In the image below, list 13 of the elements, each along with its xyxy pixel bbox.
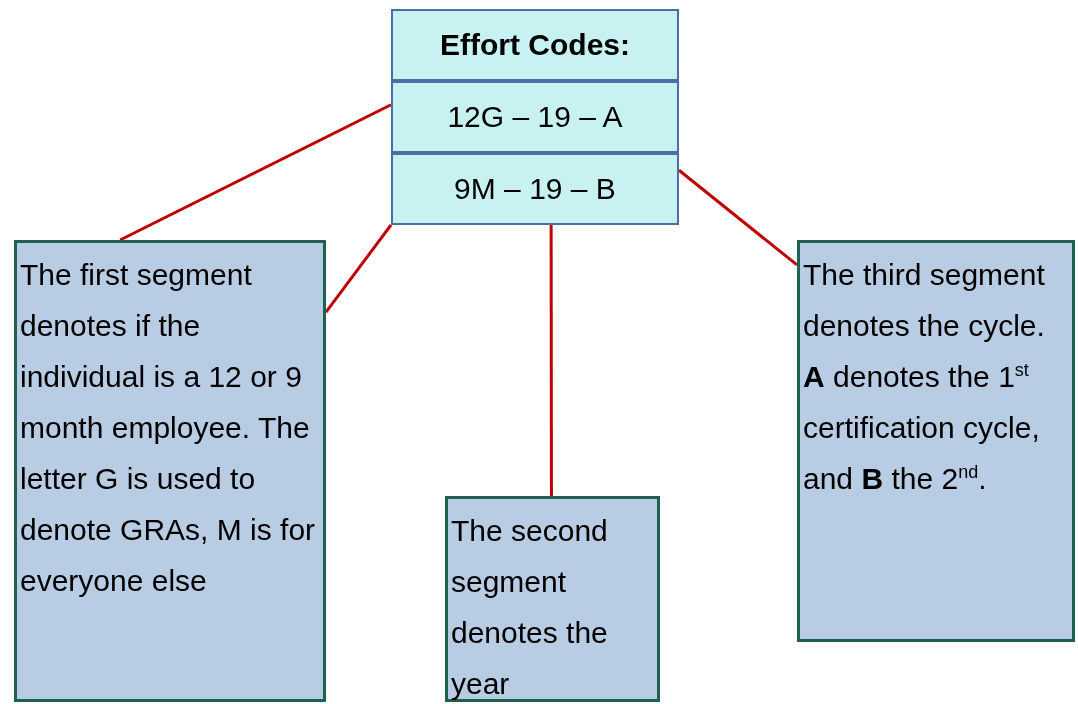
note-text: The first segment denotes if the individual is a 12 or 9 month employee. The letter G is used to denote GRAs, M is for everyone else [20,257,317,599]
table-header-cell: Effort Codes: [391,9,679,81]
note-box [445,496,660,702]
note-box [797,240,1075,642]
connector-line [324,224,393,313]
connector-line [119,103,392,242]
connector-line [549,225,553,496]
note-box [14,240,326,702]
note-text: The second segment denotes the year [451,513,609,702]
connector-line [678,169,798,267]
table-cell: 9M – 19 – B [391,153,679,225]
note-text: The third segment denotes the cycle. A denotes the 1$^{st}$ certification cycle, and B the 2$^{nd}$. [803,257,1046,497]
table-cell: 12G – 19 – A [391,81,679,153]
